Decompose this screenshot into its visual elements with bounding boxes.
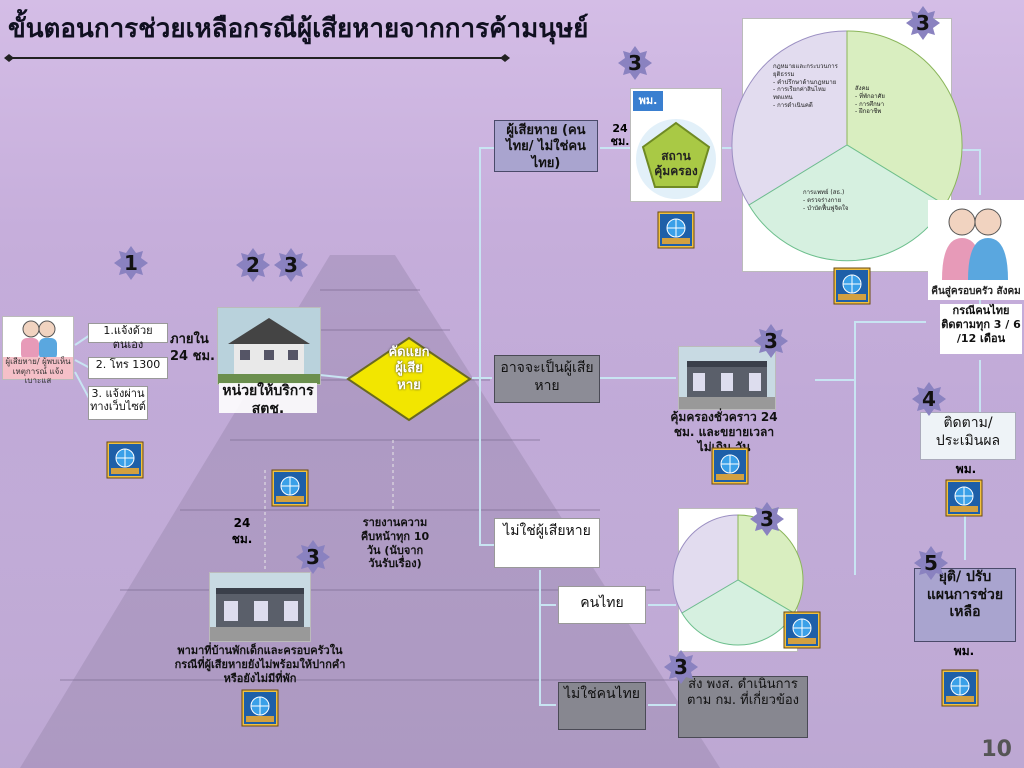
globe-link-icon[interactable]: [657, 211, 695, 249]
family-people-icon: [942, 208, 1008, 280]
not-victim-box: ไม่ใช่ผู้เสียหาย: [494, 518, 600, 568]
family-figure: คืนสู่ครอบครัว สังคม: [928, 200, 1024, 300]
step-3-badge-g: 3: [664, 650, 698, 684]
cycle-diagram: [731, 30, 963, 262]
step-3-badge-d: 3: [754, 324, 788, 358]
shelter-label: สถานคุ้มครอง: [654, 149, 698, 178]
shelter-pentagon-icon: [636, 119, 716, 199]
people-icon: [21, 320, 57, 360]
h24-top-label: 24 ชม.: [610, 122, 630, 149]
cycle-legal-text: กฎหมายและกระบวนการยุติธรรม- คำปรึกษาด้าน…: [773, 63, 838, 109]
building-icon: [210, 573, 310, 641]
step-3-badge-c: 3: [906, 6, 940, 40]
shelter-card: พม. สถานคุ้มครอง: [630, 88, 722, 202]
bottom-note: พามาที่บ้านพักเด็กและครอบครัวในกรณีที่ผู…: [174, 644, 346, 685]
victim-figure: ผู้เสียหาย/ ผู้พบเห็นเหตุการณ์ แจ้งเบาะแ…: [2, 316, 74, 385]
children-home-photo: [209, 572, 311, 642]
pm-label-2: พม.: [953, 644, 975, 658]
cycle-medical-text: การแพทย์ (สธ.)- ตรวจร่างกาย- บำบัดฟื้นฟู…: [803, 189, 849, 212]
title-underline: [4, 54, 510, 62]
non-thai-box: ไม่ใช่คนไทย: [558, 682, 646, 730]
victim-label: ผู้เสียหาย/ ผู้พบเห็นเหตุการณ์ แจ้งเบาะแ…: [3, 357, 73, 385]
globe-link-icon[interactable]: [833, 267, 871, 305]
family-return-label: คืนสู่ครอบครัว สังคม: [931, 286, 1021, 297]
channel-self: 1.แจ้งด้วยตนเอง: [88, 323, 168, 351]
globe-link-icon[interactable]: [271, 469, 309, 507]
shelter-building-photo: [678, 346, 776, 410]
step-2-badge: 2: [236, 248, 270, 282]
step-4-badge: 4: [912, 382, 946, 416]
followup-box: ติดตาม/ ประเมินผล: [920, 412, 1016, 460]
globe-link-icon[interactable]: [241, 689, 279, 727]
within-24-label: ภายใน 24 ชม.: [170, 332, 215, 364]
globe-link-icon[interactable]: [106, 441, 144, 479]
pm-badge: พม.: [633, 91, 663, 111]
step-1-badge: 1: [114, 246, 148, 280]
maybe-victim-box: อาจจะเป็นผู้เสียหาย: [494, 355, 600, 403]
globe-link-icon[interactable]: [711, 447, 749, 485]
cycle-diagram: [672, 514, 804, 646]
step-3-badge-f: 3: [296, 540, 330, 574]
h24-mid-label: 24 ชม.: [231, 516, 253, 546]
pm-label-1: พม.: [955, 462, 977, 476]
building-icon: [218, 308, 320, 384]
building-icon: [679, 347, 775, 409]
police-building-photo: [217, 307, 321, 385]
services-cycle-top: กฎหมายและกระบวนการยุติธรรม- คำปรึกษาด้าน…: [731, 18, 963, 272]
globe-link-icon[interactable]: [941, 669, 979, 707]
page-number: 10: [981, 737, 1012, 762]
step-3-badge-b: 3: [618, 46, 652, 80]
channel-phone: 2. โทร 1300: [88, 357, 168, 379]
end-box: ยุติ/ ปรับแผนการช่วยเหลือ: [914, 568, 1016, 642]
channel-web: 3. แจ้งผ่านทางเว็บไซต์: [88, 386, 148, 420]
thai-box: คนไทย: [558, 586, 646, 624]
step-5-badge: 5: [914, 546, 948, 580]
globe-link-icon[interactable]: [783, 611, 821, 649]
step-3-badge-e: 3: [750, 502, 784, 536]
services-cycle-bottom: [672, 508, 804, 652]
page-title: ขั้นตอนการช่วยเหลือกรณีผู้เสียหายจากการค…: [8, 14, 589, 44]
report-progress-note: รายงานความคืบหน้าทุก 10 วัน (นับจากวันรั…: [360, 516, 430, 571]
diamond-label: คัดแยกผู้เสียหาย: [388, 345, 430, 393]
service-unit-label: หน่วยให้บริการ สตช.: [219, 383, 317, 417]
cycle-social-text: สังคม- ที่พักอาศัย- การศึกษา- ฝึกอาชีพ: [855, 85, 885, 116]
followup-frequency: กรณีคนไทย ติดตามทุก 3 / 6 /12 เดือน: [940, 304, 1022, 354]
globe-link-icon[interactable]: [945, 479, 983, 517]
step-3-badge-a: 3: [274, 248, 308, 282]
screening-diamond: [346, 336, 472, 422]
refer-box: ส่ง พงส. ดำเนินการตาม กม. ที่เกี่ยวข้อง: [678, 676, 808, 738]
victim-box: ผู้เสียหาย (คนไทย/ ไม่ใช่คนไทย): [494, 120, 598, 172]
